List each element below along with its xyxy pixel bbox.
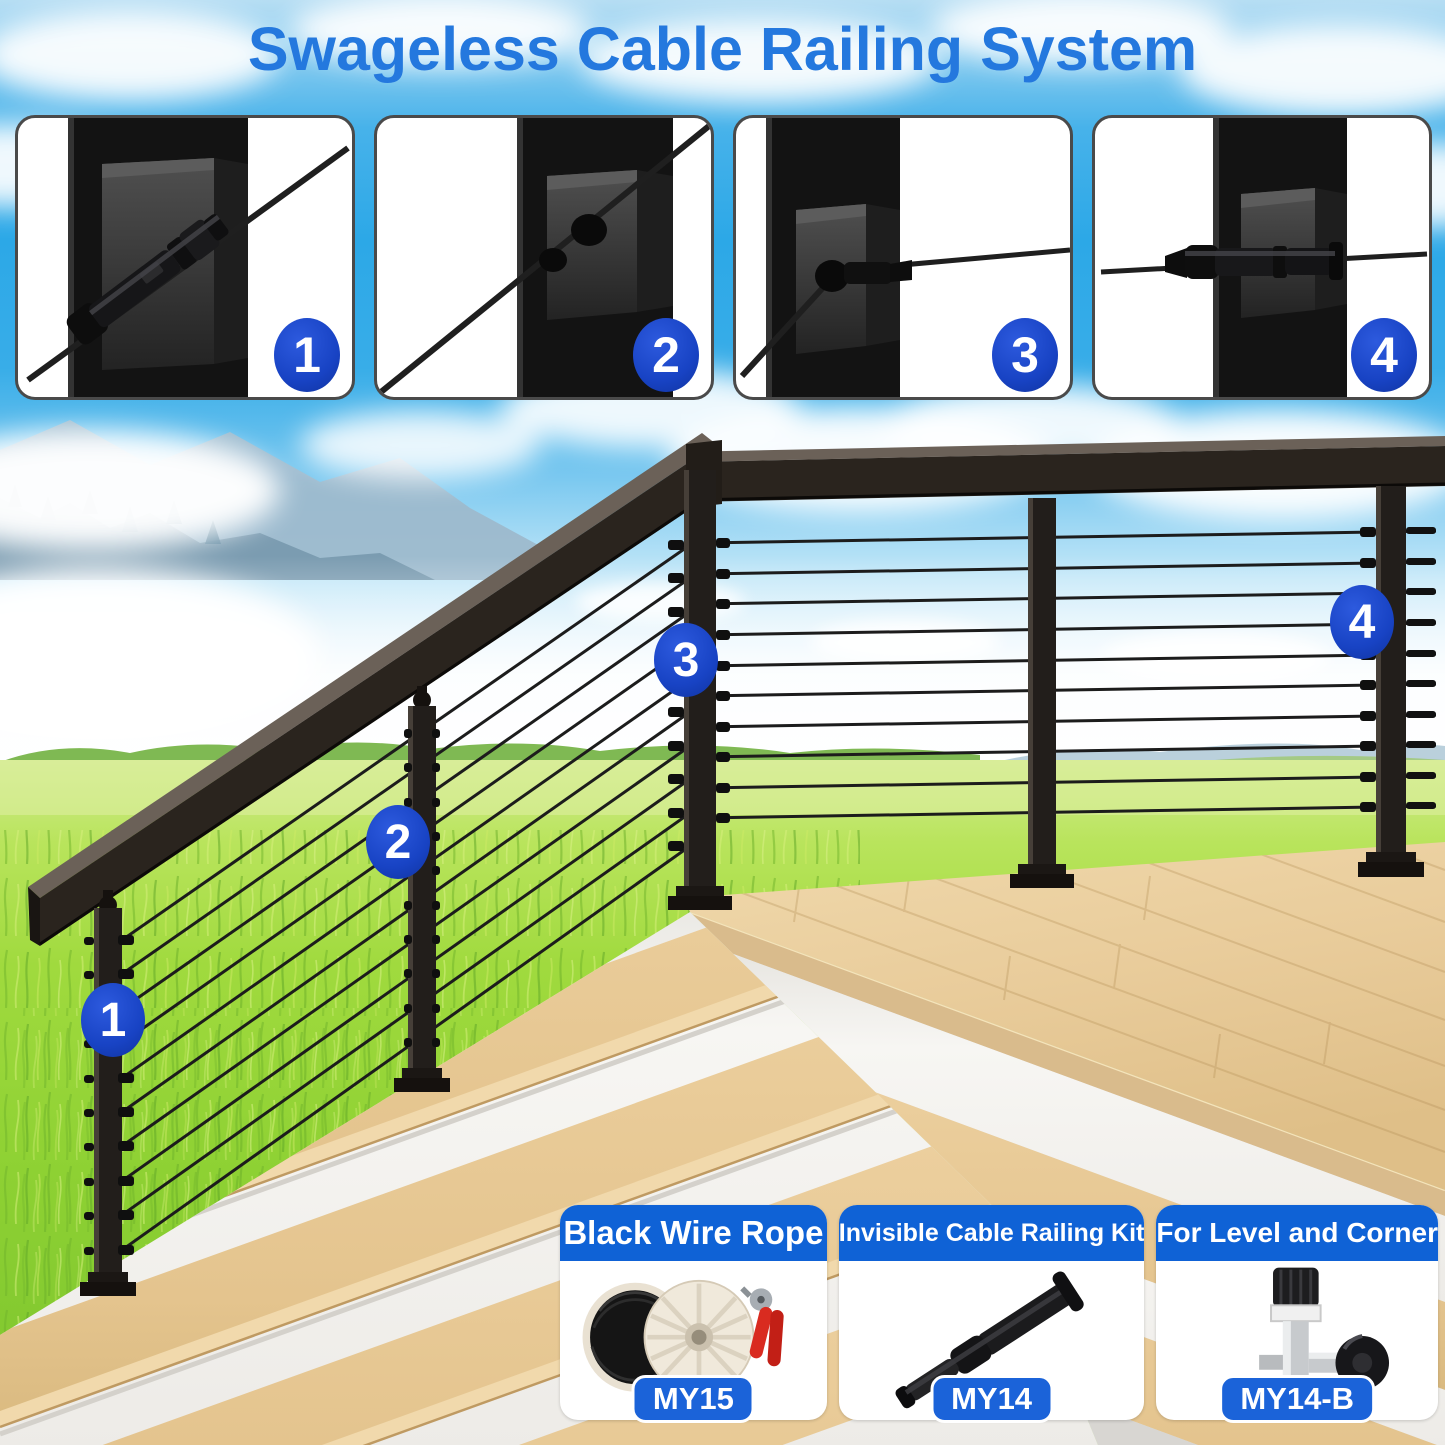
step-panel-3: 3	[733, 115, 1073, 400]
card-code-pill: MY14	[930, 1375, 1054, 1423]
wire-spool-icon	[582, 1279, 784, 1395]
scene-marker-3: 3	[654, 623, 718, 697]
rail-post-2	[394, 686, 450, 1092]
panel-badge-2: 2	[633, 318, 699, 392]
step-panel-1: 1	[15, 115, 355, 400]
step-panel-4: 4	[1092, 115, 1432, 400]
rail-post-middle	[1010, 498, 1074, 888]
scene-marker-1: 1	[81, 983, 145, 1057]
card-code-pill: MY14-B	[1219, 1375, 1376, 1423]
panel-1-art	[26, 118, 350, 397]
card-level-corner: For Level and Corner MY14-B	[1156, 1205, 1438, 1423]
card-code-pill: MY15	[631, 1375, 755, 1423]
card-header: Black Wire Rope	[560, 1205, 827, 1261]
rail-post-1	[80, 890, 136, 1296]
panel-3-art	[739, 118, 1070, 397]
turnbuckle-icon	[895, 1271, 1084, 1409]
card-black-wire-rope: Black Wire Rope	[560, 1205, 827, 1423]
panel-4-art	[1100, 118, 1428, 397]
rail-posts	[80, 470, 1424, 1296]
card-invisible-kit: Invisible Cable Railing Kit MY14	[838, 1205, 1145, 1423]
stair-rail	[28, 433, 717, 946]
card-header: Invisible Cable Railing Kit	[838, 1205, 1145, 1261]
deck-cables	[701, 529, 1437, 820]
scene-marker-2: 2	[366, 805, 430, 879]
corner-fitting-icon	[1259, 1267, 1390, 1409]
panel-badge-4: 4	[1351, 318, 1417, 392]
panel-badge-1: 1	[274, 318, 340, 392]
deck-rail	[678, 436, 1445, 508]
scene-marker-4: 4	[1330, 585, 1394, 659]
card-header: For Level and Corner	[1156, 1205, 1438, 1261]
rail-post-right	[1358, 486, 1424, 877]
product-cards: Black Wire Rope	[560, 1205, 1438, 1423]
panel-badge-3: 3	[992, 318, 1058, 392]
step-panel-2: 2	[374, 115, 714, 400]
product-title: Swageless Cable Railing System	[247, 15, 1198, 83]
cable-end-fittings	[1406, 527, 1436, 809]
